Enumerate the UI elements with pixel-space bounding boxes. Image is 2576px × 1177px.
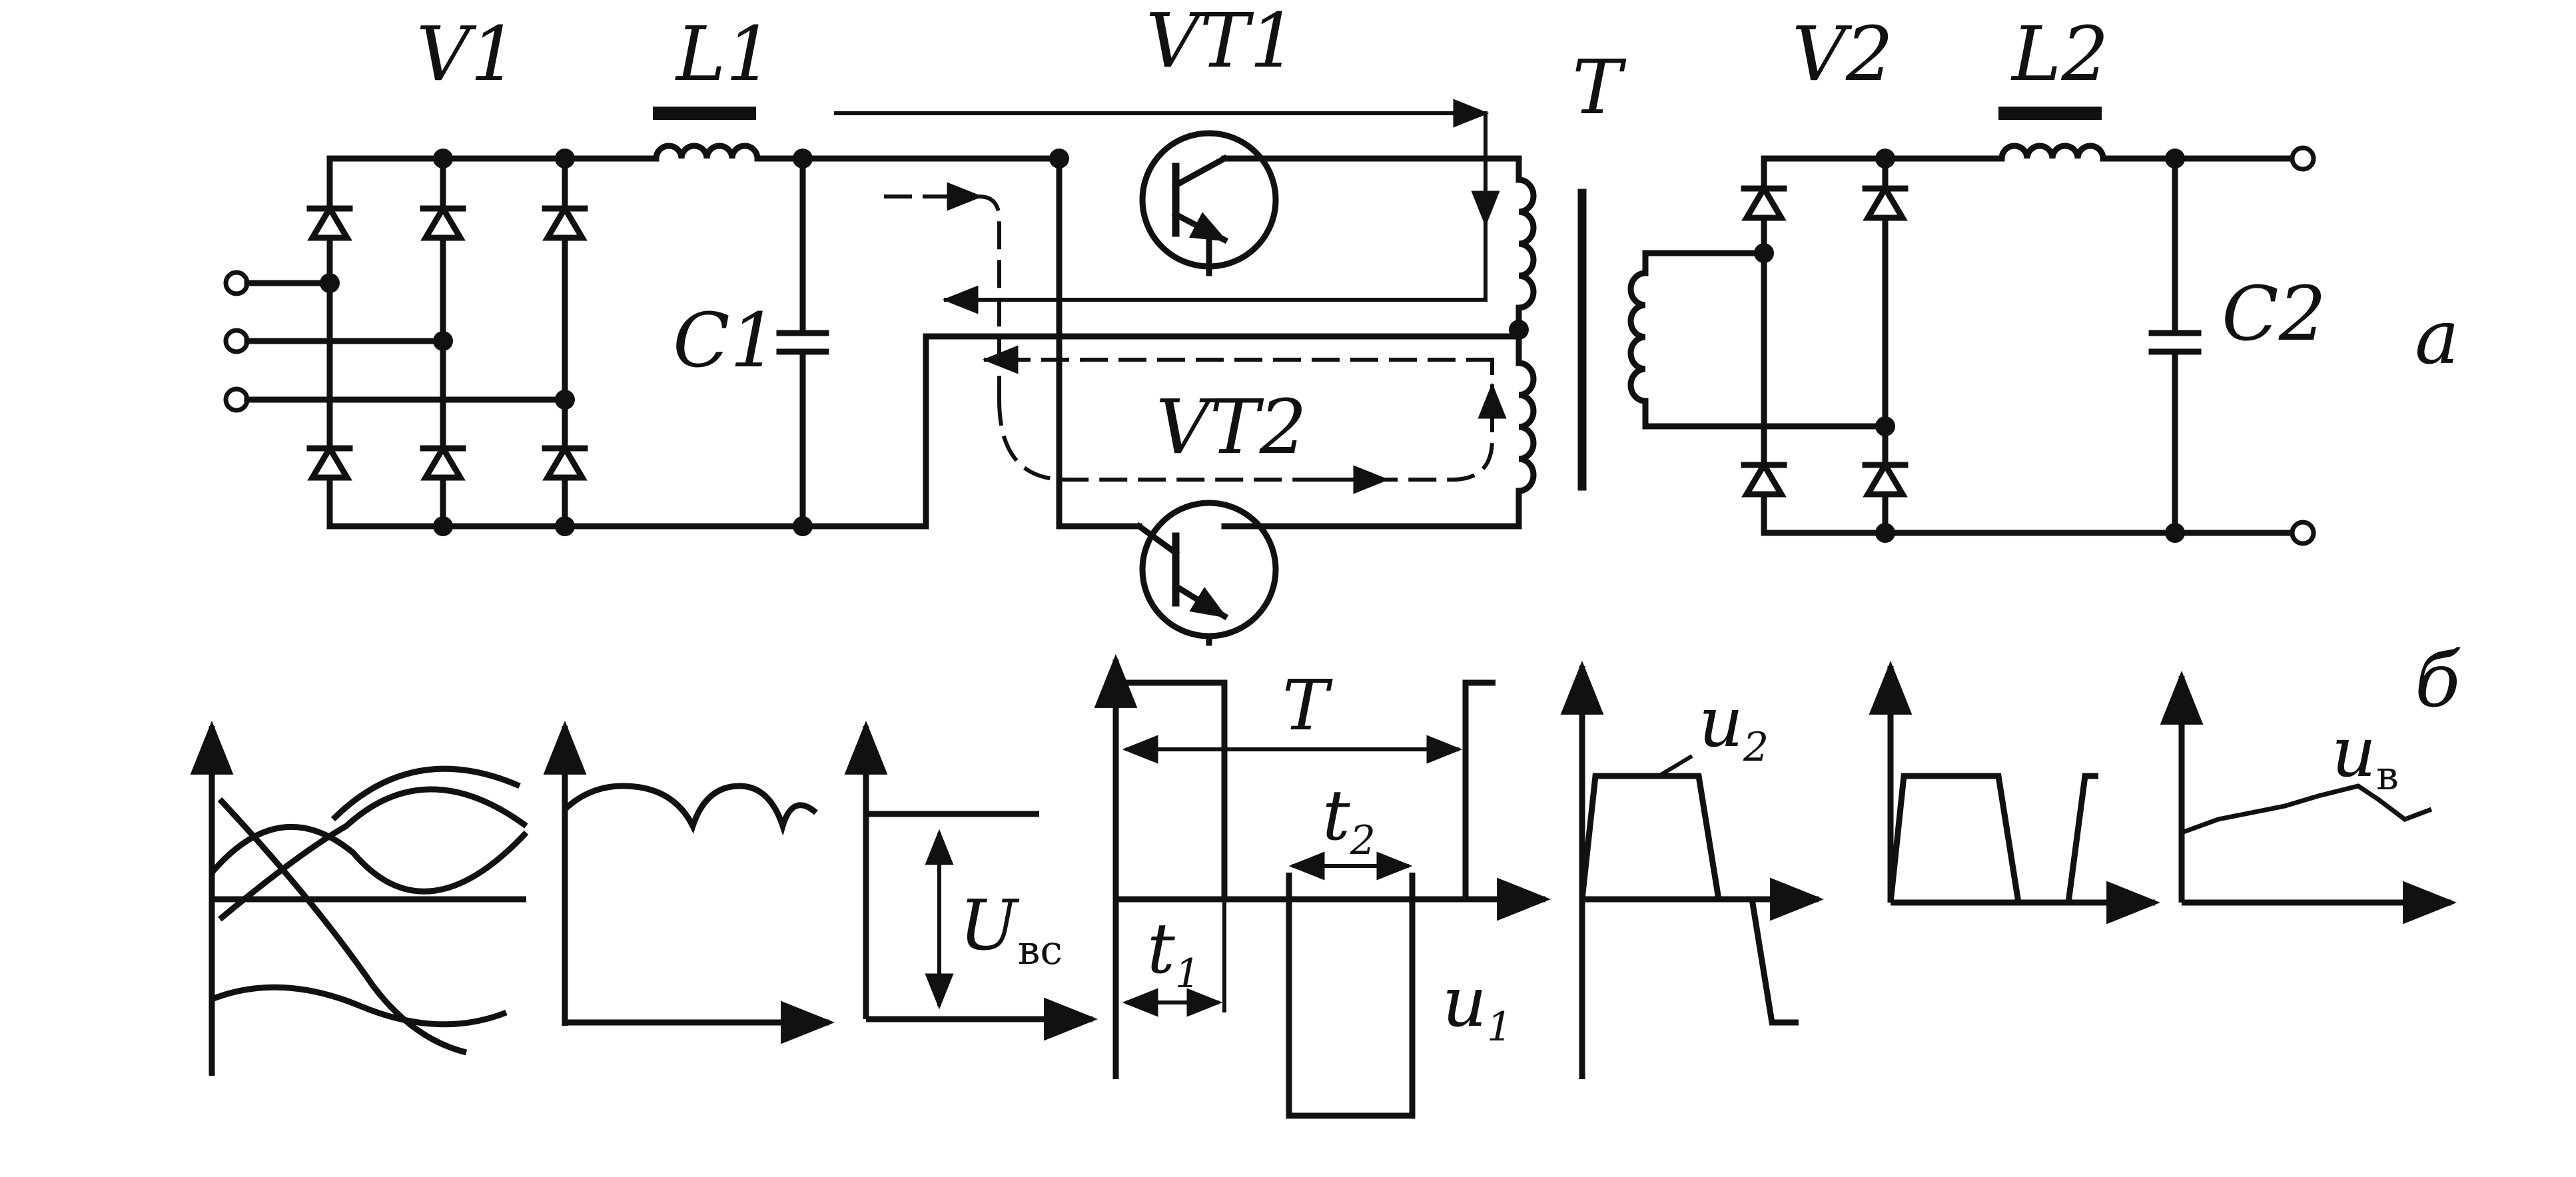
label-vt1: VT1	[1146, 0, 1297, 85]
plot-rectified-u2	[1869, 660, 2161, 925]
label-v2: V2	[1792, 11, 1893, 98]
plot-three-phase	[190, 720, 529, 1076]
plot-square	[1094, 653, 1551, 1119]
transistor-vt1	[1049, 130, 1522, 530]
diode-lower-3	[542, 442, 588, 481]
plot-u2	[1560, 660, 1825, 1079]
ac-input-terminals	[223, 270, 568, 413]
label-c1: C1	[673, 298, 777, 384]
capacitor-c1	[776, 149, 829, 536]
label-vt2: VT2	[1156, 384, 1307, 471]
label-u2: u2	[1699, 681, 1769, 771]
output-terminals	[2290, 145, 2316, 546]
label-t1: t1	[1147, 908, 1200, 997]
label-c2: C2	[2222, 271, 2326, 358]
transistor-vt2	[1056, 500, 1522, 646]
plot-dc	[844, 720, 1098, 1041]
transformer-primary	[1509, 155, 1537, 530]
diode-upper-3	[542, 202, 588, 241]
transformer-secondary	[1627, 250, 1889, 430]
label-a: а	[2415, 294, 2459, 381]
label-l2: L2	[2010, 11, 2109, 98]
label-v1: V1	[416, 11, 518, 98]
diode-upper-2	[420, 202, 466, 241]
bridge-v2	[1741, 149, 2178, 543]
label-u1: u1	[1442, 961, 1512, 1050]
label-b: б	[2415, 637, 2461, 724]
label-l1: L1	[675, 11, 773, 98]
diode-upper-1	[306, 202, 353, 241]
label-t: T	[1572, 45, 1627, 131]
inductor-l2	[1998, 107, 2295, 162]
plot-rectified	[543, 720, 835, 1044]
bridge-v1	[306, 149, 806, 536]
label-period-t: T	[1282, 665, 1333, 746]
diode-lower-1	[306, 442, 353, 481]
waveforms	[190, 653, 2457, 1119]
plot-output	[2160, 670, 2457, 925]
diode-lower-2	[420, 442, 466, 481]
current-path-vt2	[884, 182, 1507, 494]
label-ubc: Uвс	[959, 885, 1063, 974]
waveform-labels: б T t2 t1 u1 u2 Uвс uв	[959, 637, 2461, 1050]
label-ub: uв	[2332, 711, 2399, 799]
capacitor-c2	[2148, 149, 2295, 543]
circuit-schematic	[223, 99, 2316, 646]
current-path-vt1	[834, 99, 1500, 314]
label-t2: t2	[1322, 775, 1376, 864]
circuit-labels: V1 L1 VT1 T V2 L2 C1 C2 VT2 а	[416, 0, 2459, 471]
